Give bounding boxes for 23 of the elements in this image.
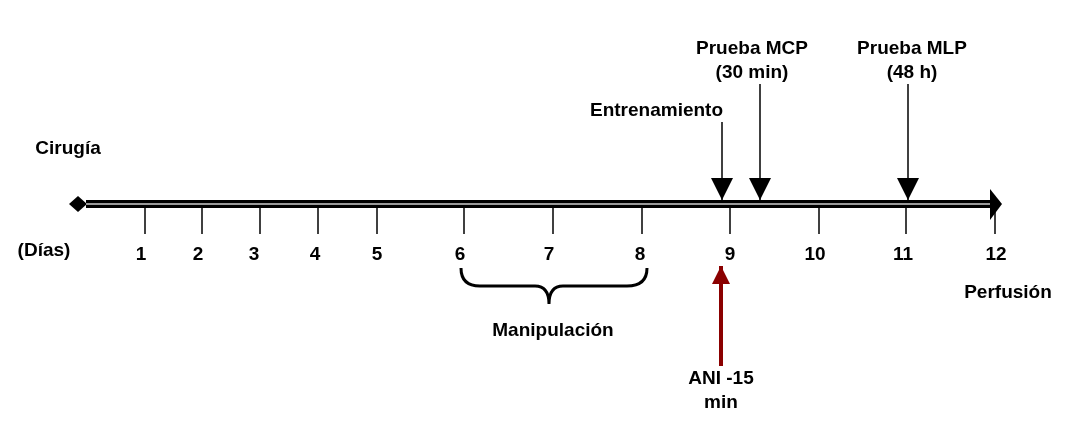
event-label: Prueba MLP (48 h) [856, 36, 968, 84]
event-label: ANI -15 min [683, 366, 759, 414]
day-number: 8 [634, 242, 646, 266]
arrow [897, 83, 919, 201]
day-number: 4 [309, 242, 321, 266]
arrow [711, 121, 733, 201]
day-number: 11 [892, 242, 914, 266]
arrow [749, 83, 771, 201]
day-number: 6 [454, 242, 466, 266]
axis-label: Manipulación [492, 318, 614, 342]
axis-label: Perfusión [964, 280, 1052, 304]
day-number: 1 [135, 242, 147, 266]
day-number: 10 [804, 242, 826, 266]
day-number: 2 [192, 242, 204, 266]
day-number: 9 [723, 242, 737, 266]
axis-label: (Días) [17, 238, 71, 262]
day-number: 3 [248, 242, 260, 266]
day-number: 12 [985, 242, 1007, 266]
axis-label: Cirugía [35, 136, 101, 160]
day-number: 5 [371, 242, 383, 266]
arrow [712, 266, 730, 366]
event-label: Prueba MCP (30 min) [690, 36, 814, 84]
day-number: 7 [543, 242, 555, 266]
